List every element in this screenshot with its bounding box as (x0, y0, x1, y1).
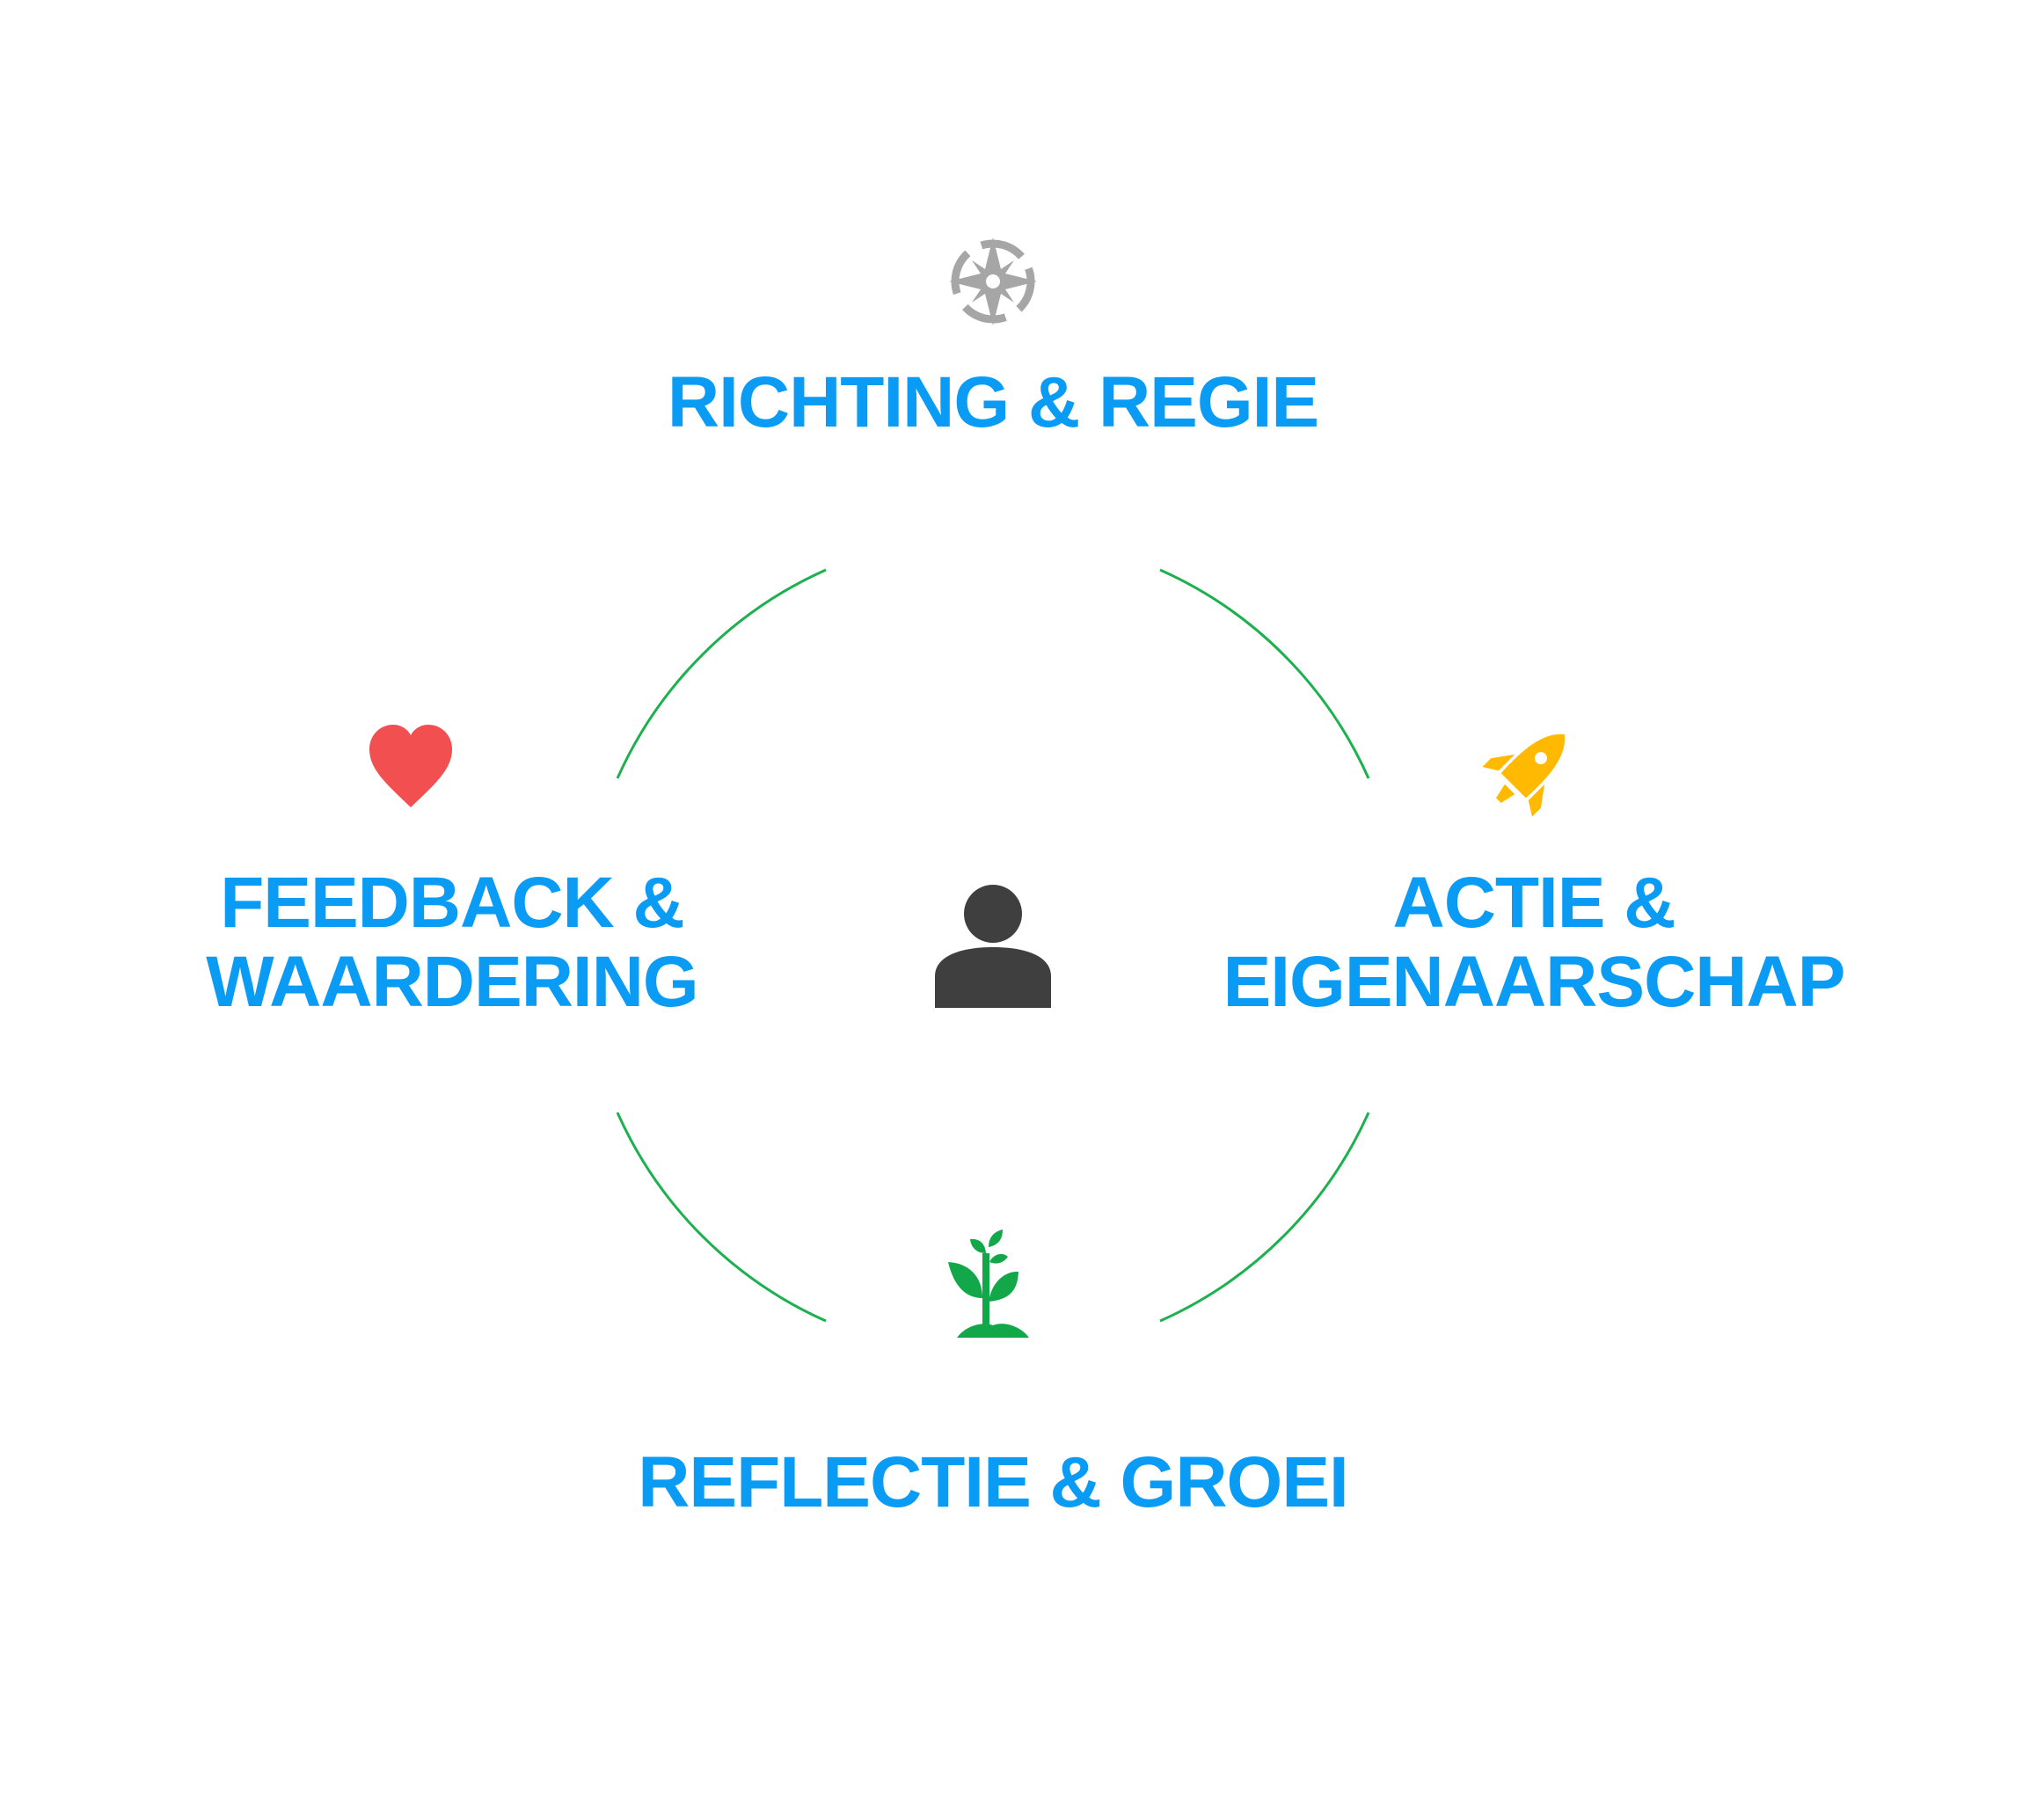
label-richting-regie: RICHTING & REGIE (667, 362, 1319, 442)
person-icon (935, 885, 1051, 1008)
label-actie-eigenaarschap: ACTIE & EIGENAARSCHAP (1223, 863, 1846, 1022)
arc-bottom-right (1159, 1112, 1370, 1323)
rocket-icon (1482, 733, 1566, 817)
plant-icon (948, 1230, 1029, 1338)
label-actie-line2: EIGENAARSCHAP (1223, 942, 1846, 1022)
arc-bottom-left (616, 1112, 827, 1323)
arc-top-left (616, 568, 827, 779)
label-reflectie-groei: REFLECTIE & GROEI (638, 1442, 1349, 1522)
label-feedback-line2: WAARDERING (206, 942, 698, 1022)
arc-top-right (1159, 568, 1370, 779)
heart-icon (369, 725, 452, 807)
label-actie-line1: ACTIE & (1392, 863, 1676, 943)
compass-icon (949, 237, 1037, 325)
label-feedback-waardering: FEEDBACK & WAARDERING (206, 863, 698, 1022)
label-feedback-line1: FEEDBACK & (220, 863, 685, 943)
